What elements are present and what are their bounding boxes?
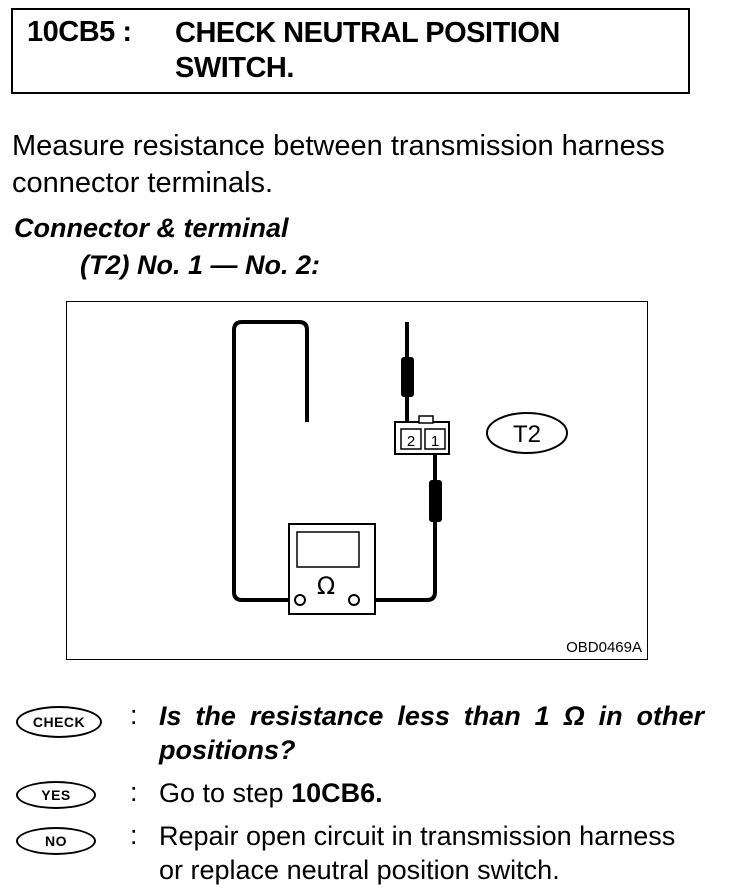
connector-label: T2 [513, 421, 541, 448]
yes-colon: : [130, 777, 138, 807]
yes-step-ref: 10CB6. [291, 778, 383, 808]
connector-heading: Connector & terminal [14, 213, 289, 243]
figure-id: OBD0469A [566, 639, 642, 656]
connector-t2: 2 1 [394, 415, 450, 455]
yes-badge-label: YES [41, 787, 71, 803]
wiring-diagram: 2 1 T2 Ω OBD0469A [66, 301, 648, 660]
yes-text: Go to step 10CB6. [159, 776, 704, 810]
check-badge: CHECK [16, 706, 102, 738]
instruction-text: Measure resistance between transmission … [12, 130, 665, 199]
check-badge-label: CHECK [32, 714, 86, 730]
yes-badge: YES [16, 781, 96, 809]
check-colon: : [130, 700, 138, 730]
pin-1-label: 1 [431, 433, 439, 450]
ohmmeter: Ω [288, 523, 376, 615]
meter-terminal-left [294, 594, 306, 606]
step-title-line1: CHECK NEUTRAL POSITION [175, 17, 560, 49]
step-title: CHECK NEUTRAL POSITION SWITCH. [175, 16, 645, 86]
yes-text-prefix: Go to step [159, 778, 292, 808]
probe-lower [429, 480, 442, 522]
pin-2-label: 2 [407, 433, 415, 450]
wire-to-pin1 [355, 450, 437, 602]
no-text: Repair open circuit in transmission harn… [159, 821, 676, 885]
no-colon: : [130, 820, 138, 850]
check-question: Is the resistance less than 1 Ω in other… [159, 701, 704, 765]
probe-upper [401, 357, 414, 397]
diagram-svg: 2 1 T2 Ω [232, 320, 568, 615]
step-code: 10CB5 : [27, 16, 132, 48]
wire-to-pin2 [232, 320, 309, 602]
no-badge: NO [16, 827, 96, 855]
connector-spec: (T2) No. 1 — No. 2: [80, 250, 321, 280]
meter-terminal-right [348, 594, 360, 606]
step-header-box: 10CB5 : CHECK NEUTRAL POSITION SWITCH. [11, 8, 690, 94]
connector-label-oval [486, 412, 568, 454]
step-title-line2: SWITCH. [175, 52, 294, 84]
meter-symbol: Ω [317, 572, 335, 600]
no-badge-label: NO [45, 833, 67, 849]
